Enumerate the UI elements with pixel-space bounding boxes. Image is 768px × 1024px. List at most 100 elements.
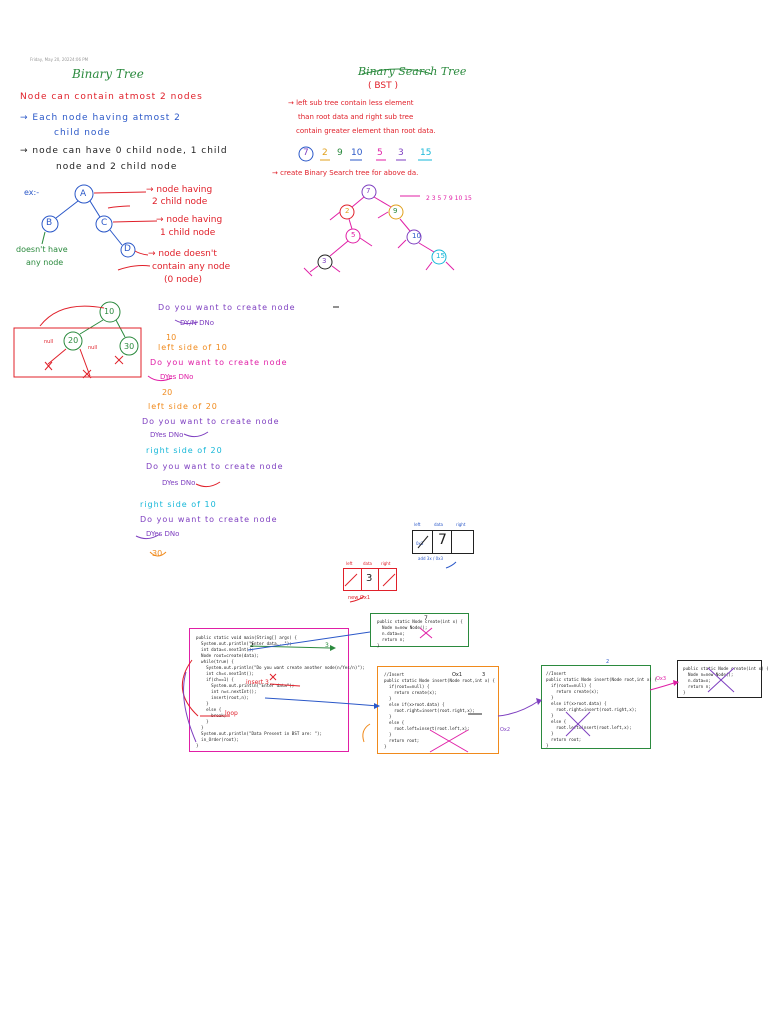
code-line: }	[683, 690, 686, 695]
code-line: return create(x);	[384, 690, 437, 695]
np-v1: 10	[166, 333, 177, 342]
code-line: root.right=insert(root.right,x);	[546, 707, 637, 712]
bt-left-note2: any node	[26, 258, 64, 267]
np-q4-opt: DYes DNo	[162, 479, 196, 487]
code-line: }	[384, 696, 392, 701]
np-q2-opt: DYes DNo	[160, 373, 194, 381]
code-line: System.out.println("Data Present in BST …	[196, 731, 323, 736]
bt-ann3b: contain any node	[152, 262, 231, 272]
code-line: else {	[196, 707, 222, 712]
code-line: }	[196, 725, 204, 730]
nd-top-addr: 0x3	[416, 541, 424, 546]
page-time: 4:06 PM	[72, 57, 89, 62]
code-box-create-right: public static Node create(int x) { Node …	[677, 660, 768, 698]
bst-create-line: → create Binary Search tree for above da…	[272, 169, 419, 177]
nd-top-h2: right	[456, 522, 466, 527]
ann-ox3: Ox3	[656, 676, 667, 682]
bt-ann3a: → node doesn't	[148, 249, 217, 259]
bst-title: Binary Search Tree	[358, 65, 467, 78]
np-s5: right side of 10	[140, 500, 217, 509]
code-line: in_Order(root);	[196, 737, 239, 742]
code-line: }	[546, 731, 554, 736]
nd-bot-h1: data	[363, 561, 373, 566]
np-node-20: 20	[68, 336, 79, 345]
ann-ox1: Ox1	[452, 672, 463, 678]
code-line: insert(root,n);	[196, 695, 249, 700]
bt-line3a: → node can have 0 child node, 1 child	[20, 146, 228, 156]
nd-bottom-node	[343, 568, 397, 591]
np-null-left: null	[44, 339, 54, 345]
bst-node-3: 3	[322, 257, 327, 265]
bt-ann2a: → node having	[156, 215, 223, 225]
nd-top-value: 7	[438, 532, 447, 548]
bst-node-2: 2	[345, 207, 350, 215]
code-line: }	[196, 701, 209, 706]
bst-seq-2: 9	[337, 148, 343, 158]
bt-node-c: C	[101, 218, 108, 228]
code-line: }	[384, 732, 392, 737]
np-s3: left side of 20	[148, 402, 218, 411]
np-node-10: 10	[104, 307, 115, 316]
bt-node-d: D	[124, 244, 131, 254]
nd-bot-h2: right	[381, 561, 391, 566]
nd-bottom-divider	[361, 568, 379, 591]
code-line: //Insert	[546, 671, 567, 676]
bt-node-b: B	[46, 218, 53, 228]
bt-line1: Node can contain atmost 2 nodes	[20, 92, 203, 102]
code-line: return root;	[546, 737, 582, 742]
code-line: return n;	[377, 637, 405, 642]
code-line: else if(x>root.data) {	[546, 701, 607, 706]
code-line: return create(x);	[546, 689, 599, 694]
np-q1-opt: DY/N DNo	[180, 319, 215, 327]
bst-desc2: than root data and right sub tree	[298, 113, 414, 121]
code-line: return root;	[384, 738, 420, 743]
code-line: if(ch==1) {	[196, 677, 234, 682]
code-line: public static Node insert(Node root,int …	[384, 678, 495, 683]
code-create-right: public static Node create(int x) { Node …	[683, 666, 768, 696]
code-line: while(true) {	[196, 659, 234, 664]
code-main: public static void main(String[] args) {…	[196, 635, 365, 749]
code-line: else {	[546, 719, 567, 724]
np-null-right: null	[88, 345, 98, 351]
nd-top-note: add 3x / 0x3	[418, 556, 444, 561]
bst-sorted: 2 3 5 7 9 10 15	[426, 195, 472, 202]
nd-bottom-addr: new Ox1	[348, 595, 370, 601]
binary-tree-title: Binary Tree	[72, 67, 144, 81]
ann-ox2: Ox2	[500, 727, 511, 733]
bst-subtitle: ( BST )	[368, 81, 398, 91]
code-create-small: public static Node create(int x) { Node …	[377, 619, 463, 649]
code-line: else {	[384, 720, 405, 725]
code-line: int n=s.nextInt();	[196, 689, 257, 694]
np-q3-opt: DYes DNo	[150, 431, 184, 439]
nd-top-h1: data	[434, 522, 444, 527]
nd-bottom-value: 3	[366, 573, 373, 584]
code-line: }	[196, 743, 199, 748]
bt-ann3c: (0 node)	[164, 275, 203, 285]
bt-left-note1: doesn't have	[16, 245, 68, 254]
bst-seq-3: 10	[351, 148, 363, 158]
bst-desc1: → left sub tree contain less element	[288, 99, 414, 107]
np-node-30: 30	[124, 342, 135, 351]
ann-note-2: 2	[606, 659, 610, 665]
bt-ann2b: 1 child node	[160, 228, 216, 238]
code-line: if(root==null) {	[384, 684, 430, 689]
code-line: n.data=x;	[683, 678, 711, 683]
np-v5: 30	[152, 549, 163, 558]
bt-ann1a: → node having	[146, 185, 213, 195]
np-q5: Do you want to create node	[140, 515, 278, 524]
ann-insert: insert 3	[246, 679, 269, 686]
bt-node-a: A	[80, 189, 87, 199]
code-line: int ch=s.nextInt();	[196, 671, 254, 676]
code-line: root.right=insert(root.right,x);	[384, 708, 475, 713]
bst-node-10: 10	[412, 232, 421, 240]
code-line: //Insert	[384, 672, 405, 677]
nd-bot-h0: left	[346, 561, 353, 566]
np-q4: Do you want to create node	[146, 462, 284, 471]
bt-line3b: node and 2 child node	[56, 162, 178, 172]
code-line: root.left=insert(root.left,x);	[546, 725, 632, 730]
code-line: }	[546, 743, 549, 748]
